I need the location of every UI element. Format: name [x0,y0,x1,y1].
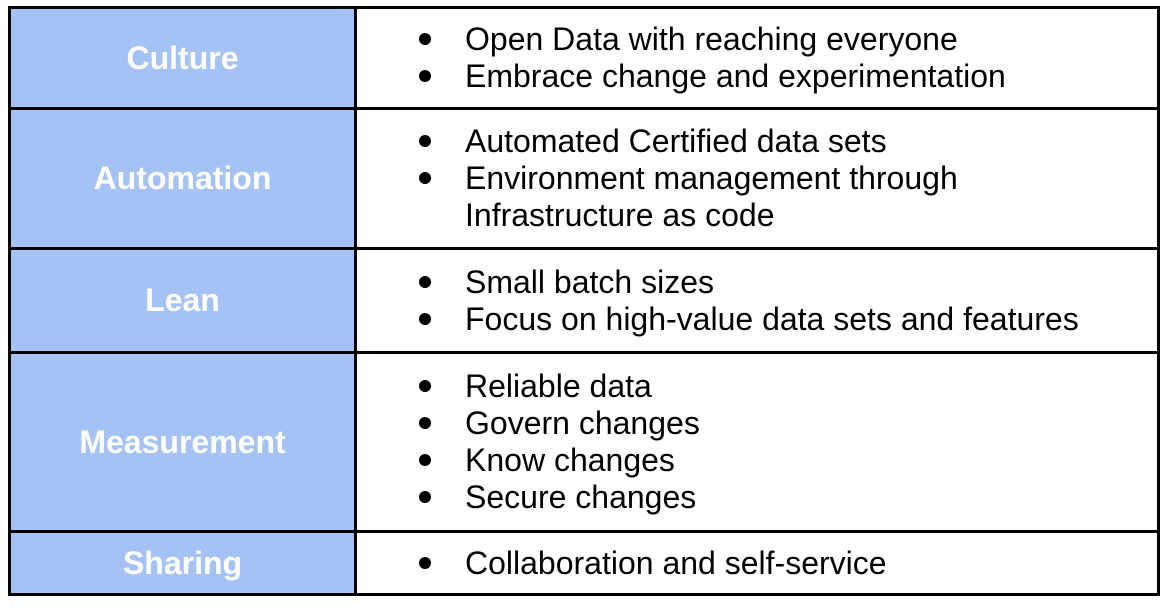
category-label: Measurement [79,423,286,460]
bullet-item: Small batch sizes [417,264,1145,301]
bullet-text: Open Data with reaching everyone [465,21,958,57]
bullet-item: Govern changes [417,405,1145,442]
bullet-item: Embrace change and experimentation [417,58,1145,95]
bullet-icon [417,301,465,325]
category-label: Lean [145,282,220,318]
bullet-text: Automated Certified data sets [465,123,887,159]
category-cell-automation: Automation [11,110,354,247]
category-cell-lean: Lean [11,250,354,351]
bullets-cell-sharing: Collaboration and self-service [357,533,1157,593]
bullet-item: Know changes [417,442,1145,479]
bullet-icon [417,264,465,288]
bullet-item: Automated Certified data sets [417,123,1145,160]
bullets-cell-lean: Small batch sizes Focus on high-value da… [357,250,1157,351]
bullet-item: Focus on high-value data sets and featur… [417,301,1145,338]
bullet-text: Secure changes [465,479,697,515]
bullet-item: Open Data with reaching everyone [417,21,1145,58]
category-cell-measurement: Measurement [11,354,354,530]
bullet-text: Collaboration and self-service [465,544,887,581]
bullet-icon [417,545,465,569]
category-label: Sharing [122,544,243,581]
category-label: Automation [93,160,272,196]
bullets-cell-measurement: Reliable data Govern changes Know change… [357,354,1157,530]
bullet-text: Reliable data [465,368,652,404]
bullet-icon [417,58,465,82]
devops-principles-table: Culture Open Data with reaching everyone… [8,6,1160,596]
category-cell-culture: Culture [11,9,354,107]
bullet-item: Environment management through Infrastru… [417,160,1145,234]
bullet-text: Small batch sizes [465,263,714,300]
bullets-cell-culture: Open Data with reaching everyone Embrace… [357,9,1157,107]
bullet-icon [417,21,465,45]
bullet-icon [417,405,465,429]
bullet-text: Know changes [465,442,675,478]
bullets-cell-automation: Automated Certified data sets Environmen… [357,110,1157,247]
bullet-text: Environment management through Infrastru… [465,160,958,233]
bullet-icon [417,160,465,184]
bullet-text: Focus on high-value data sets and featur… [465,300,1079,337]
bullet-icon [417,442,465,466]
bullet-text: Govern changes [465,405,700,441]
bullet-item: Secure changes [417,479,1145,516]
bullet-text: Embrace change and experimentation [465,58,1006,94]
bullet-icon [417,123,465,147]
category-cell-sharing: Sharing [11,533,354,593]
bullet-item: Collaboration and self-service [417,545,1145,582]
bullet-icon [417,368,465,392]
category-label: Culture [126,39,239,76]
bullet-item: Reliable data [417,368,1145,405]
bullet-icon [417,479,465,503]
